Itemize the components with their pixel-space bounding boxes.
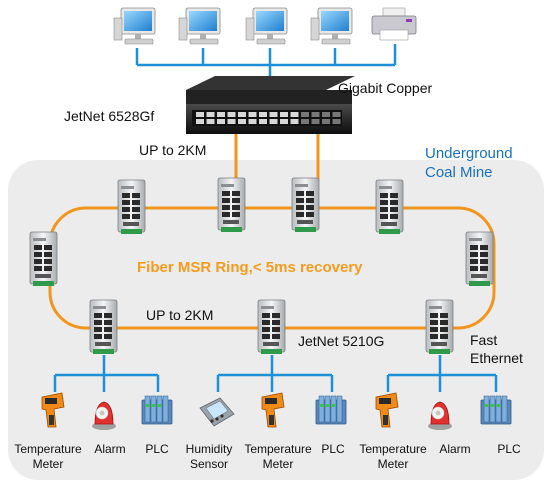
plc-icon [141, 395, 173, 425]
core-switch-port [227, 119, 236, 124]
core-switch-port [238, 112, 246, 117]
core-switch-port [259, 112, 267, 117]
ring-distance-label: UP to 2KM [146, 307, 213, 323]
device-label: PLC [497, 442, 521, 456]
core-switch-port [311, 119, 320, 124]
core-switch-port [322, 119, 330, 124]
device-label: Temperature [244, 442, 312, 456]
core-switch-port [269, 119, 278, 124]
plc-icon [315, 395, 347, 425]
core-switch-port [280, 112, 288, 117]
ring-switch-icon [465, 231, 494, 287]
core-switch-port [206, 119, 215, 124]
zone-label-line2: Coal Mine [425, 164, 493, 181]
core-switch-port [259, 119, 267, 124]
core-switch-port [280, 119, 288, 124]
device-label: Temperature [14, 442, 82, 456]
core-switch-port [332, 112, 341, 117]
pc-icon [113, 7, 156, 45]
core-switch-port [196, 119, 204, 124]
core-switch-port [332, 119, 341, 124]
edge-link-label-line1: Fast [470, 332, 497, 348]
ring-switch-icon [29, 231, 58, 287]
ring-switch-icon [375, 179, 404, 235]
device-label: Temperature [359, 442, 427, 456]
device-labels: Temperature Meter Alarm PLC Humidity Sen… [14, 442, 521, 471]
core-switch-icon [186, 76, 355, 134]
core-switch-port [311, 112, 320, 117]
device-label: Meter [378, 457, 409, 471]
core-switch-port [248, 119, 257, 124]
core-switch-port [206, 112, 215, 117]
core-switch-ports [196, 112, 341, 124]
ring-switch-icon [291, 177, 320, 233]
device-label: PLC [145, 442, 169, 456]
ring-switch-icon [217, 177, 246, 233]
device-label: PLC [321, 442, 345, 456]
core-switch-port [290, 119, 299, 124]
pc-icon [245, 7, 288, 45]
core-switch-port [227, 112, 236, 117]
device-label: Meter [33, 457, 64, 471]
edge-switch-label: JetNet 5210G [298, 333, 384, 349]
pc-icon [178, 7, 221, 45]
copper-uplinks [135, 44, 397, 90]
plc-icon [480, 395, 512, 425]
edge-link-label-line2: Ethernet [470, 350, 523, 366]
ring-switch-icon [117, 179, 146, 235]
fast-ethernet-links [53, 355, 498, 392]
core-switch-port [196, 112, 204, 117]
core-switch-port [301, 112, 309, 117]
device-label: Humidity [186, 442, 233, 456]
core-switch-port [217, 119, 225, 124]
edge-switch-icon [257, 299, 286, 355]
core-switch-label: JetNet 6528Gf [64, 108, 154, 124]
uplink-distance-label: UP to 2KM [139, 142, 206, 158]
zone-label-line1: Underground [425, 145, 513, 162]
device-label: Alarm [94, 442, 125, 456]
fiber-uplinks [234, 134, 320, 180]
core-switch-port [322, 112, 330, 117]
core-switch-port [238, 119, 246, 124]
ring-label: Fiber MSR Ring,< 5ms recovery [137, 259, 363, 276]
workstation-pcs [113, 7, 353, 45]
device-label: Sensor [190, 457, 228, 471]
device-label: Alarm [439, 442, 470, 456]
core-switch-port [248, 112, 257, 117]
uplink-label: Gigabit Copper [338, 80, 433, 96]
edge-switch-icon [425, 299, 454, 355]
edge-switch-icon [89, 299, 118, 355]
core-switch-port [290, 112, 299, 117]
core-switch-port [269, 112, 278, 117]
pc-icon [310, 7, 353, 45]
printer-icon [371, 7, 417, 41]
core-switch-port [301, 119, 309, 124]
core-switch-port [217, 112, 225, 117]
device-label: Meter [263, 457, 294, 471]
